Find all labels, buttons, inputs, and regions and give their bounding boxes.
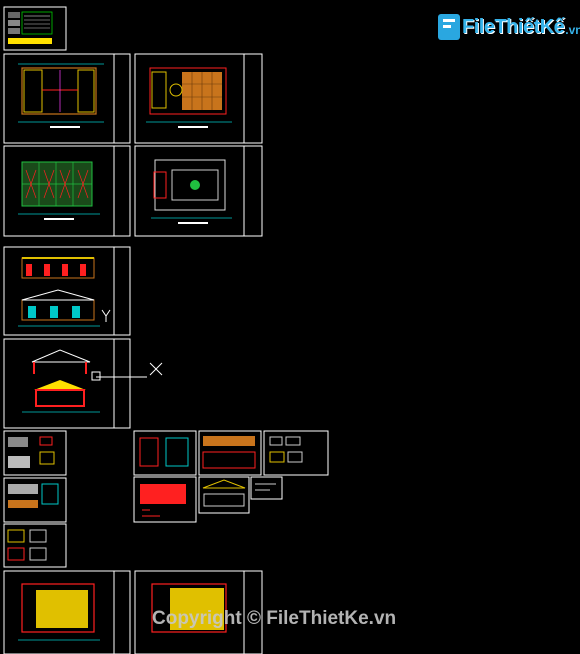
sheet-ground-floor-plan[interactable]	[3, 53, 131, 144]
copyright-watermark: Copyright © FileThietKe.vn	[152, 608, 397, 629]
logo-text: FileThiếtKế	[462, 15, 565, 38]
file-logo-icon	[438, 14, 460, 40]
sheet-elevations[interactable]	[3, 246, 131, 336]
sheet-sections[interactable]	[3, 338, 131, 429]
sheet-ceiling-plan[interactable]	[134, 145, 263, 237]
sheet-floor-tile-plan-2[interactable]	[134, 570, 263, 654]
sheet-floor-tile-plan-1[interactable]	[3, 570, 131, 654]
sheet-column-detail[interactable]	[133, 430, 197, 476]
logo-suffix: .vn	[565, 23, 580, 37]
pickbox-icon	[91, 371, 101, 381]
sheet-title-block[interactable]	[3, 6, 67, 51]
ucs-y-axis-icon	[101, 309, 111, 322]
sheet-beam-detail[interactable]	[198, 476, 250, 514]
sheet-notes[interactable]	[250, 476, 283, 500]
sheet-truss-detail[interactable]	[133, 476, 197, 523]
sheet-detail-set-3[interactable]	[3, 523, 67, 568]
crosshair-icon	[96, 362, 163, 378]
sheet-detail-set-1[interactable]	[3, 430, 67, 476]
sheet-roof-plan[interactable]	[3, 145, 131, 237]
filethietke-logo: FileThiếtKế .vn	[438, 12, 580, 42]
sheet-stair-detail[interactable]	[198, 430, 262, 476]
sheet-furniture-plan[interactable]	[134, 53, 263, 144]
sheet-detail-set-2[interactable]	[3, 477, 67, 523]
sheet-structure-detail[interactable]	[263, 430, 329, 476]
